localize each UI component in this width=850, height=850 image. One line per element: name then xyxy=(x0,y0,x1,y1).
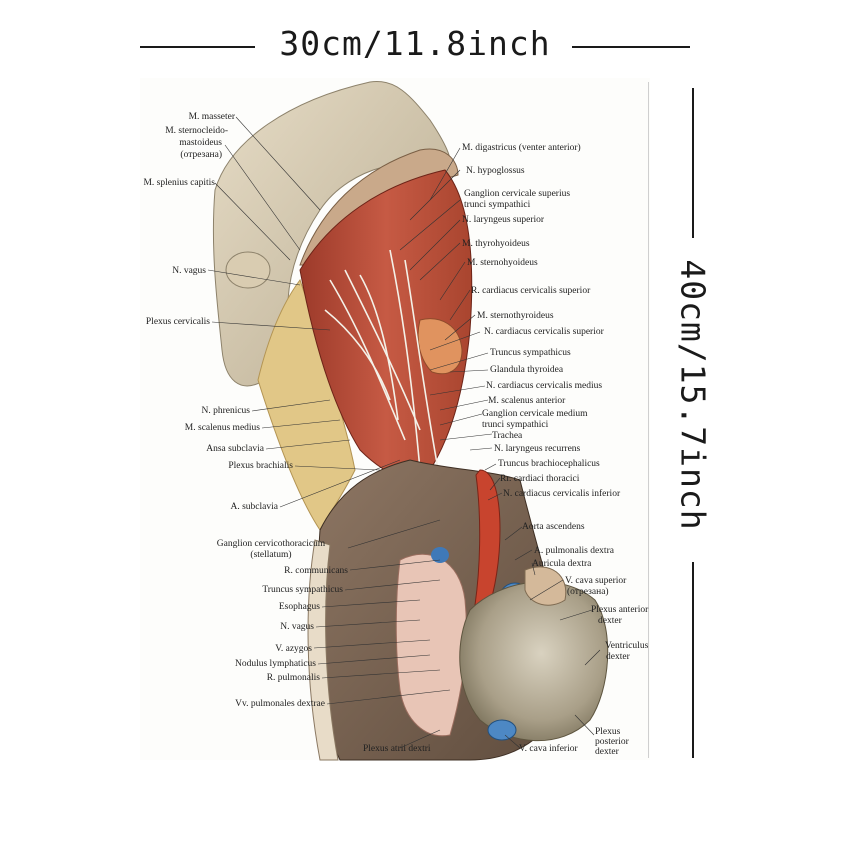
label-nodulus-lymphaticus: Nodulus lymphaticus xyxy=(234,659,316,669)
label-m-thyrohyoideus: M. thyrohyoideus xyxy=(462,239,530,249)
label-plexus-brachialis: Plexus brachialis xyxy=(228,461,293,471)
label-m-sternothyroideus: M. sternothyroideus xyxy=(477,311,554,321)
heart-shape xyxy=(459,581,609,742)
label-n-cardiacus-cervicalis-superior: N. cardiacus cervicalis superior xyxy=(484,327,604,337)
lung-shape xyxy=(395,553,467,737)
height-dimension-line-bottom xyxy=(692,562,694,758)
label-plexus-posterior-2: posterior xyxy=(595,737,629,747)
label-plexus-cervicalis: Plexus cervicalis xyxy=(145,317,210,327)
vena-cava-inferior-shape xyxy=(487,719,517,741)
label-n-hypoglossus: N. hypoglossus xyxy=(466,166,525,176)
label-a-subclavia: A. subclavia xyxy=(230,502,279,512)
label-plexus-anterior-2: dexter xyxy=(598,616,622,626)
neck-muscles-shape xyxy=(299,169,473,479)
label-ganglion-cervicale-medium-2: trunci sympathici xyxy=(482,420,549,430)
width-dimension-label: 30cm/11.8inch xyxy=(279,24,551,63)
label-ganglion-cervicothoracicum-1: Ganglion cervicothoracicum xyxy=(216,539,326,549)
label-r-communicans: R. communicans xyxy=(284,566,348,576)
label-r-cardiacus-cervicalis-superior: R. cardiacus cervicalis superior xyxy=(471,286,591,296)
ear-shape xyxy=(225,251,271,289)
label-ganglion-cervicale-superius-1: Ganglion cervicale superius xyxy=(464,189,571,199)
label-ansa-subclavia: Ansa subclavia xyxy=(206,444,264,454)
label-m-splenius-capitis: M. splenius capitis xyxy=(143,178,215,188)
width-dimension-line-right xyxy=(572,46,690,48)
label-m-sternocleido-1: M. sternocleido- xyxy=(165,126,228,136)
label-n-cardiacus-cervicalis-inferior: N. cardiacus cervicalis inferior xyxy=(503,489,621,499)
label-ganglion-cervicale-medium-1: Ganglion cervicale medium xyxy=(482,409,588,419)
label-plexus-posterior-3: dexter xyxy=(595,747,619,757)
label-m-scalenus-medius: M. scalenus medius xyxy=(184,423,260,433)
label-v-cava-inferior: V. cava inferior xyxy=(519,744,578,754)
label-ventriculus-2: dexter xyxy=(606,652,630,662)
label-ganglion-cervicale-superius-2: trunci sympathici xyxy=(464,200,531,210)
label-n-phrenicus: N. phrenicus xyxy=(201,406,250,416)
label-truncus-brachiocephalicus: Truncus brachiocephalicus xyxy=(498,459,600,469)
auricle-shape xyxy=(524,566,567,606)
label-truncus-sympathicus: Truncus sympathicus xyxy=(490,348,571,358)
label-m-scalenus-anterior: M. scalenus anterior xyxy=(488,396,566,406)
nerve-lines xyxy=(324,249,441,481)
label-ganglion-cervicothoracicum-2: (stellatum) xyxy=(250,550,292,560)
label-r-pulmonalis: R. pulmonalis xyxy=(266,673,320,683)
label-glandula-thyroidea: Glandula thyroidea xyxy=(490,365,564,375)
label-n-vagus-lower: N. vagus xyxy=(280,622,314,632)
label-n-vagus-upper: N. vagus xyxy=(172,266,206,276)
leader-lines xyxy=(207,116,601,749)
label-esophagus: Esophagus xyxy=(278,602,320,612)
label-trachea: Trachea xyxy=(492,431,523,441)
label-n-laryngeus-recurrens: N. laryngeus recurrens xyxy=(494,444,581,454)
label-n-laryngeus-superior: N. laryngeus superior xyxy=(462,215,545,225)
label-plexus-anterior-1: Plexus anterior xyxy=(591,605,649,615)
width-dimension-line-left xyxy=(140,46,255,48)
label-rr-cardiaci-thoracici: Rr. cardiaci thoracici xyxy=(500,474,580,484)
label-n-cardiacus-cervicalis-medius: N. cardiacus cervicalis medius xyxy=(486,381,603,391)
label-v-cava-superior-2: (отрезана) xyxy=(567,587,609,597)
label-v-cava-superior-1: V. cava superior xyxy=(565,576,627,586)
label-v-azygos: V. azygos xyxy=(275,644,312,654)
poster-right-edge xyxy=(648,82,649,758)
label-a-pulmonalis-dextra: A. pulmonalis dextra xyxy=(534,546,614,556)
label-m-sternohyoideus: M. sternohyoideus xyxy=(467,258,538,268)
label-aorta-ascendens: Aorta ascendens xyxy=(522,522,585,532)
label-m-digastricus: M. digastricus (venter anterior) xyxy=(462,143,581,153)
label-truncus-sympathicus-lower: Truncus sympathicus xyxy=(262,585,343,595)
label-m-sternocleido-2: mastoideus xyxy=(179,138,222,148)
vessel-blue-small xyxy=(431,547,449,563)
height-dimension-line-top xyxy=(692,88,694,238)
label-auricula-dextra: Auricula dextra xyxy=(532,559,592,569)
label-plexus-posterior-1: Plexus xyxy=(595,727,621,737)
label-vv-pulmonales-dextrae: Vv. pulmonales dextrae xyxy=(235,699,325,709)
label-plexus-atrii-dextri: Plexus atrii dextri xyxy=(363,744,431,754)
label-m-masseter: M. masseter xyxy=(188,112,235,122)
chest-wall-shape xyxy=(307,539,339,761)
label-m-sternocleido-3: (отрезана) xyxy=(180,150,222,160)
label-ventriculus-1: Ventriculus xyxy=(605,641,649,651)
